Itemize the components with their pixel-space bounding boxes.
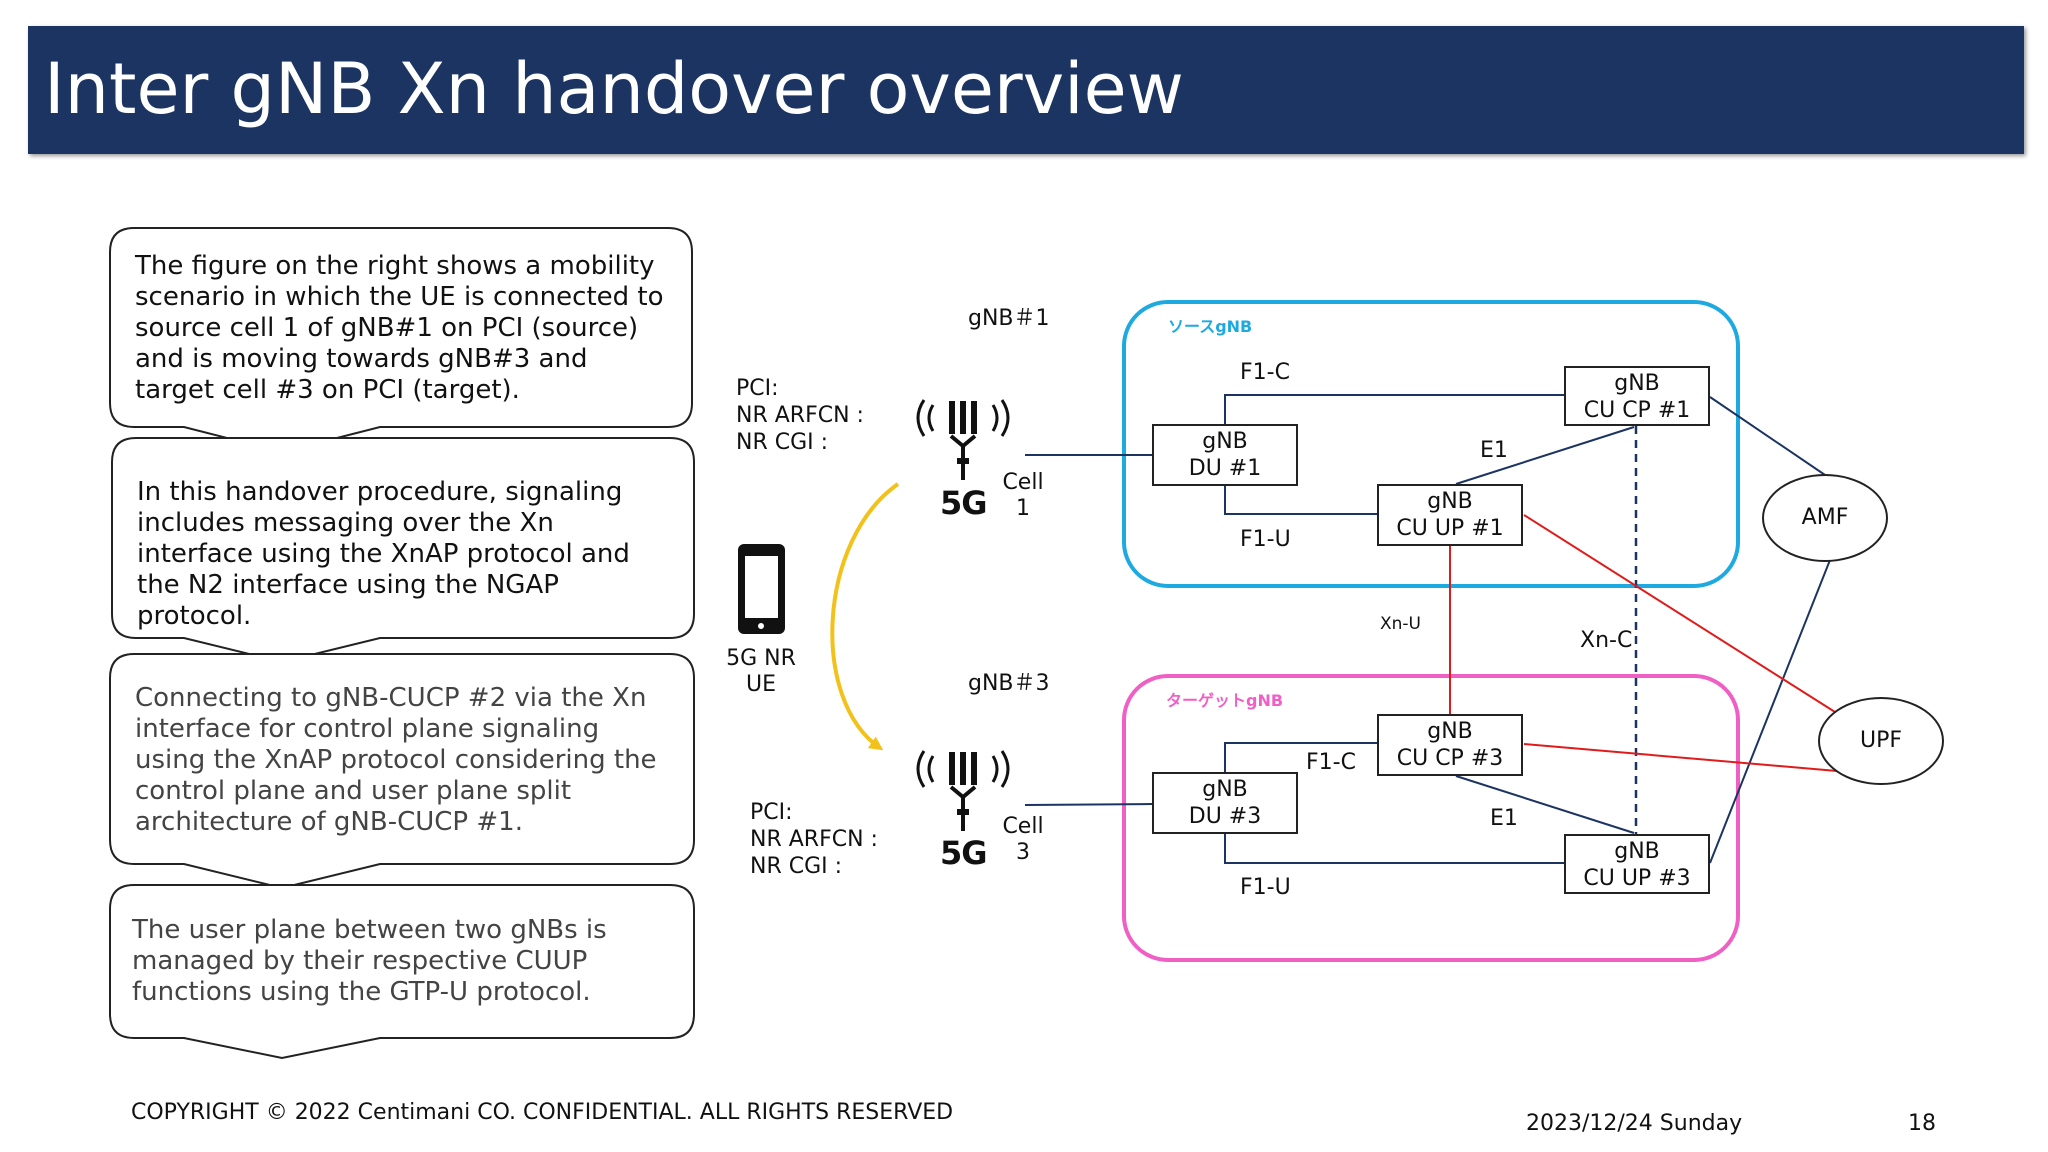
phone-icon [738, 544, 785, 634]
pci-label-1: PCI: [736, 376, 779, 401]
f1c-label-1: F1-C [1240, 360, 1290, 385]
callout-shape-4 [109, 884, 695, 1060]
f1u-label-3: F1-U [1240, 875, 1291, 900]
nr-arfcn-label-1: NR ARFCN : [736, 403, 864, 428]
date-text: 2023/12/24 Sunday [1526, 1111, 1743, 1136]
f1c-label-3: F1-C [1306, 750, 1356, 775]
amf-node: AMF [1762, 474, 1888, 562]
target-group-label: ターゲットgNB [1166, 691, 1284, 710]
e1-label-3: E1 [1490, 806, 1518, 831]
ue-label: 5G NR UE [726, 646, 796, 697]
gnb1-label: gNB＃1 [968, 306, 1050, 331]
callout-text-2: In this handover procedure, signaling in… [137, 477, 630, 631]
target-gnb-group [1122, 674, 1740, 962]
gnb3-label: gNB＃3 [968, 671, 1050, 696]
nr-cgi-label-1: NR CGI : [736, 430, 829, 455]
callout-text-1: The figure on the right shows a mobility… [135, 251, 664, 405]
e1-label-1: E1 [1480, 438, 1508, 463]
callout-text-3: Connecting to gNB-CUCP #2 via the Xn int… [135, 683, 657, 837]
antenna-icon-1 [916, 399, 1010, 480]
copyright-text: COPYRIGHT © 2022 Centimani CO. CONFIDENT… [131, 1100, 954, 1125]
f1u-label-1: F1-U [1240, 527, 1291, 552]
page-number: 18 [1908, 1111, 1936, 1136]
antenna-icon-3 [916, 750, 1010, 831]
source-gnb-group [1122, 300, 1740, 588]
nr-cgi-label-3: NR CGI : [750, 854, 843, 879]
callout-text-4: The user plane between two gNBs is manag… [132, 915, 607, 1007]
handover-arrow [830, 482, 900, 751]
cell1-label: Cell 1 [1002, 470, 1044, 521]
xn-u-label: Xn-U [1380, 614, 1421, 634]
five-g-label-1: 5G [940, 484, 988, 522]
cell3-label: Cell 3 [1002, 814, 1044, 865]
source-group-label: ソースgNB [1168, 317, 1253, 336]
upf-node: UPF [1818, 697, 1944, 785]
xn-c-label: Xn-C [1580, 628, 1633, 653]
nr-arfcn-label-3: NR ARFCN : [750, 827, 878, 852]
page-title: Inter gNB Xn handover overview [44, 48, 1184, 130]
title-bar: Inter gNB Xn handover overview [28, 26, 2024, 154]
pci-label-3: PCI: [750, 800, 793, 825]
five-g-label-3: 5G [940, 834, 988, 872]
